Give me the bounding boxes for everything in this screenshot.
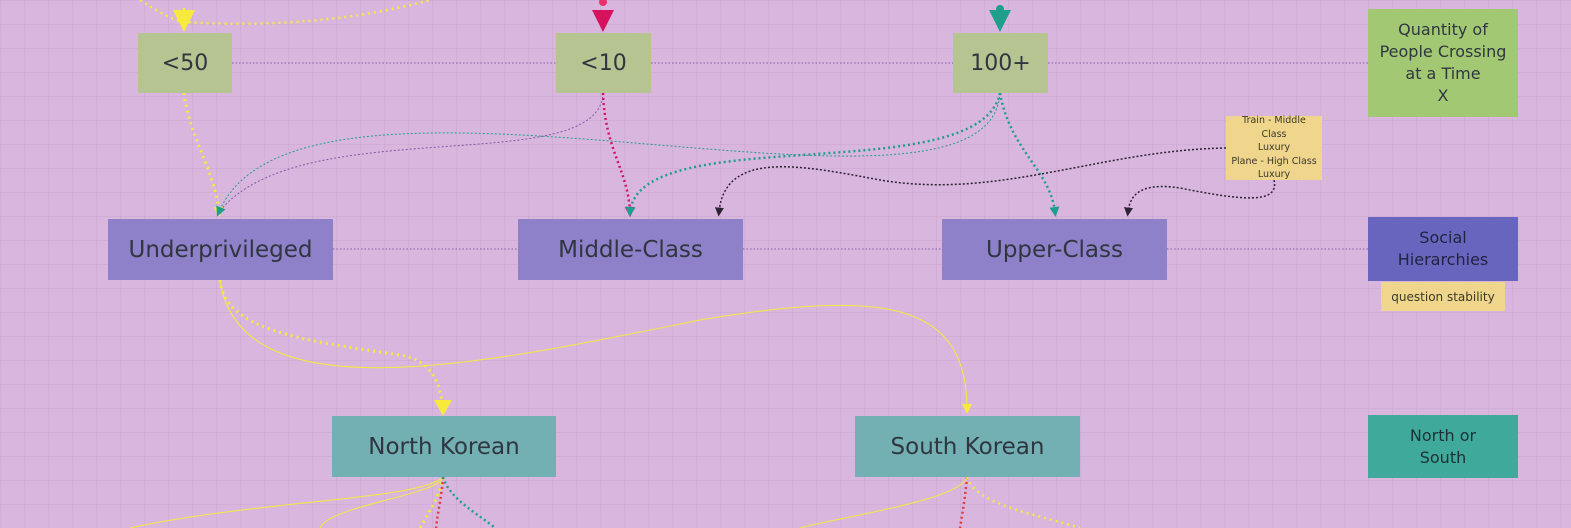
arrowhead-lt10 [592,10,614,32]
sticky-note-transport-text: Train - Middle Class Luxury Plane - High… [1231,115,1317,181]
node-upper-class[interactable]: Upper-Class [942,219,1167,280]
arrowhead-100plus [989,10,1011,32]
node-middle-class-label: Middle-Class [558,236,703,263]
link-100plus-upper [998,92,1060,217]
link-underprivileged-south [219,279,968,407]
node-underprivileged[interactable]: Underprivileged [108,219,333,280]
legend-north-south-text: North or South [1409,425,1477,467]
link-100plus-underprivileged [216,92,1001,217]
node-lt10-label: <10 [580,50,627,76]
node-north-korean[interactable]: North Korean [332,416,556,477]
link-note-middle [714,147,1227,217]
sticky-note-question-text: question stability [1391,289,1495,304]
row-guides [232,62,1368,250]
legend-quantity-text: Quantity of People Crossing at a Time X [1379,20,1507,105]
node-100plus[interactable]: 100+ [953,33,1048,93]
link-lt50-underprivileged [182,92,224,217]
link-100plus-middle [625,92,1002,217]
node-lt50[interactable]: <50 [138,33,232,93]
arrowhead-lt50 [173,10,195,32]
link-lt10-middle [601,92,635,217]
arrowhead-north [434,400,452,416]
sticky-note-question[interactable]: question stability [1381,282,1505,311]
node-lt10[interactable]: <10 [556,33,651,93]
node-upper-class-label: Upper-Class [986,236,1123,263]
node-south-korean-label: South Korean [890,433,1045,460]
link-lt10-underprivileged [218,92,604,213]
legend-social-text: Social Hierarchies [1397,228,1489,269]
node-north-korean-label: North Korean [368,433,520,460]
legend-quantity[interactable]: Quantity of People Crossing at a Time X [1368,9,1518,117]
node-underprivileged-label: Underprivileged [128,236,313,263]
link-underprivileged-north [218,279,445,409]
node-middle-class[interactable]: Middle-Class [518,219,743,280]
sticky-note-transport[interactable]: Train - Middle Class Luxury Plane - High… [1226,115,1322,181]
node-100plus-label: 100+ [970,50,1031,76]
node-lt50-label: <50 [161,50,209,76]
legend-social-hierarchies[interactable]: Social Hierarchies [1368,217,1518,281]
legend-north-or-south[interactable]: North or South [1368,415,1518,478]
link-note-upper [1124,179,1276,217]
arrowhead-south [962,404,972,414]
node-south-korean[interactable]: South Korean [855,416,1080,477]
